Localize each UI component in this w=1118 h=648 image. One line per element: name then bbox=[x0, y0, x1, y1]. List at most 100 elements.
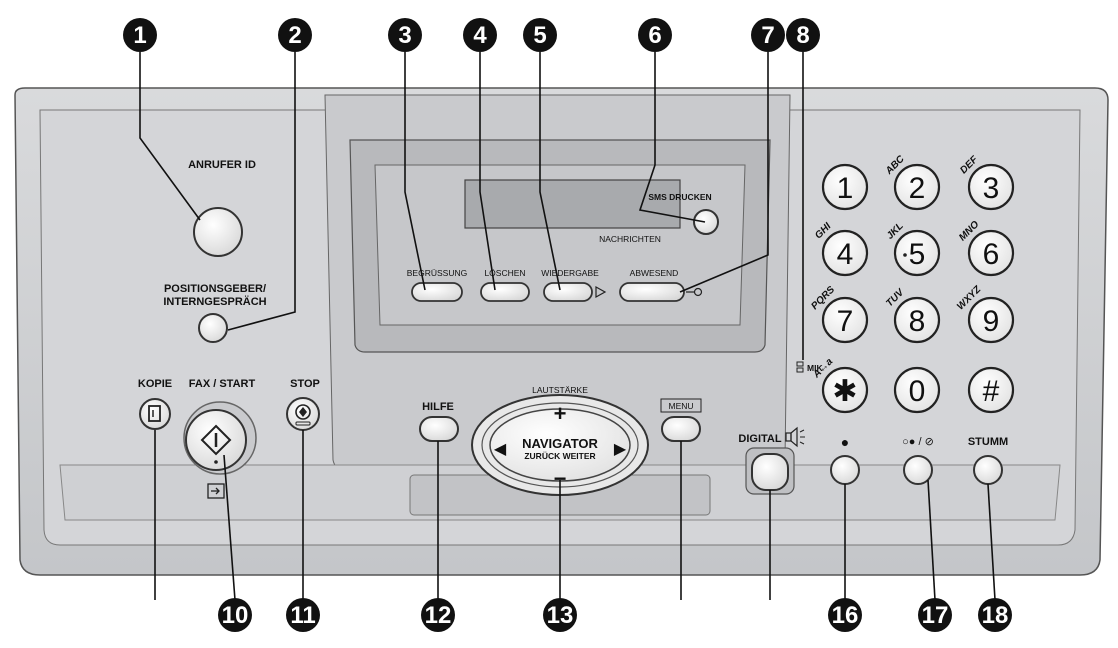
mute-button[interactable] bbox=[973, 455, 1003, 485]
callout-number-7: 7 bbox=[761, 22, 774, 49]
callout-number-18: 18 bbox=[982, 602, 1009, 629]
callout-marker-18 bbox=[978, 598, 1012, 632]
key-cap[interactable] bbox=[821, 163, 869, 211]
callout-number-4: 4 bbox=[473, 22, 487, 49]
digital-button[interactable] bbox=[751, 453, 789, 491]
key-10[interactable]: 0 bbox=[893, 366, 941, 414]
fax-start-label: FAX / START bbox=[189, 378, 256, 390]
key-cap[interactable] bbox=[967, 163, 1015, 211]
caller-id-button[interactable] bbox=[193, 207, 243, 257]
key-cap[interactable] bbox=[893, 163, 941, 211]
key-cap[interactable] bbox=[893, 296, 941, 344]
mic-label: MIK bbox=[807, 363, 823, 373]
away-button[interactable] bbox=[619, 282, 685, 302]
intercom-label-line2: INTERNGESPRÄCH bbox=[163, 295, 266, 308]
callout-marker-7 bbox=[751, 18, 785, 52]
key-cap[interactable] bbox=[967, 366, 1015, 414]
key-digit: 9 bbox=[983, 305, 1000, 338]
lcd-screen bbox=[464, 179, 681, 229]
callout-number-6: 6 bbox=[648, 22, 661, 49]
nav-minus-icon[interactable]: − bbox=[554, 466, 567, 491]
key-cap[interactable] bbox=[967, 229, 1015, 277]
key-5-dot bbox=[903, 253, 907, 257]
key-cap[interactable] bbox=[893, 229, 941, 277]
key-digit: 5 bbox=[909, 238, 926, 271]
help-label: HILFE bbox=[422, 401, 454, 413]
menu-button[interactable] bbox=[661, 416, 701, 442]
nav-plus-icon[interactable]: + bbox=[554, 401, 567, 426]
key-digit: 2 bbox=[909, 172, 926, 205]
callout-leader-lines bbox=[139, 52, 996, 601]
volume-label: LAUTSTÄRKE bbox=[532, 385, 588, 395]
key-digit: 7 bbox=[837, 305, 854, 338]
key-digit: 6 bbox=[983, 238, 1000, 271]
intercom-label-line1: POSITIONSGEBER/ bbox=[164, 283, 266, 295]
key-11[interactable]: # bbox=[967, 366, 1015, 414]
navigator-sub-label: ZURÜCK WEITER bbox=[524, 451, 595, 461]
callout-number-16: 16 bbox=[832, 602, 859, 629]
help-button[interactable] bbox=[419, 416, 459, 442]
mic-icon bbox=[796, 361, 804, 373]
callout-number-10: 10 bbox=[222, 602, 249, 629]
copy-icon bbox=[148, 405, 161, 422]
nav-left-icon[interactable]: ◀ bbox=[494, 441, 507, 458]
stop-label: STOP bbox=[290, 378, 320, 390]
digital-label: DIGITAL bbox=[738, 433, 781, 445]
key-cap[interactable] bbox=[893, 366, 941, 414]
away-indicator-icon bbox=[686, 287, 703, 297]
scan-to-pc-icon bbox=[207, 483, 225, 499]
callout-marker-3 bbox=[388, 18, 422, 52]
copy-button[interactable] bbox=[139, 398, 171, 430]
callout-number-2: 2 bbox=[288, 22, 301, 49]
key-9[interactable]: ✱A↔a bbox=[811, 356, 869, 414]
callout-marker-16 bbox=[828, 598, 862, 632]
intercom-button[interactable] bbox=[198, 313, 228, 343]
callout-marker-13 bbox=[543, 598, 577, 632]
callout-marker-12 bbox=[421, 598, 455, 632]
messages-label: NACHRICHTEN bbox=[599, 234, 661, 244]
mute-label: STUMM bbox=[968, 436, 1008, 448]
speaker-icon bbox=[785, 426, 805, 448]
callout-marker-17 bbox=[918, 598, 952, 632]
away-label: ABWESEND bbox=[630, 268, 679, 278]
callout-number-3: 3 bbox=[398, 22, 411, 49]
callout-marker-6 bbox=[638, 18, 672, 52]
key-cap[interactable] bbox=[821, 229, 869, 277]
greeting-button[interactable] bbox=[411, 282, 463, 302]
playback-button[interactable] bbox=[543, 282, 593, 302]
recall-button[interactable] bbox=[830, 455, 860, 485]
key-cap[interactable] bbox=[821, 366, 869, 414]
callout-marker-8 bbox=[786, 18, 820, 52]
menu-label: MENU bbox=[668, 401, 693, 411]
nav-right-icon[interactable]: ▶ bbox=[614, 441, 627, 458]
callout-marker-5 bbox=[523, 18, 557, 52]
start-diamond-icon bbox=[200, 424, 232, 456]
redial-button[interactable] bbox=[903, 455, 933, 485]
key-digit: 1 bbox=[837, 172, 854, 205]
callout-marker-10 bbox=[218, 598, 252, 632]
delete-button[interactable] bbox=[480, 282, 530, 302]
key-digit: # bbox=[983, 375, 1000, 408]
play-icon bbox=[595, 285, 607, 299]
callout-number-11: 11 bbox=[290, 602, 315, 629]
key-cap[interactable] bbox=[967, 296, 1015, 344]
key-cap[interactable] bbox=[821, 296, 869, 344]
navigator-label: NAVIGATOR bbox=[522, 436, 598, 451]
redial-label: ○● / ⊘ bbox=[902, 436, 934, 448]
key-0[interactable]: 1 bbox=[821, 163, 869, 211]
stop-icon bbox=[295, 404, 311, 426]
copy-label: KOPIE bbox=[138, 378, 172, 390]
callout-number-1: 1 bbox=[133, 22, 146, 49]
key-digit: 0 bbox=[909, 375, 926, 408]
key-digit: 3 bbox=[983, 172, 1000, 205]
sms-print-button[interactable] bbox=[693, 209, 719, 235]
callout-marker-2 bbox=[278, 18, 312, 52]
